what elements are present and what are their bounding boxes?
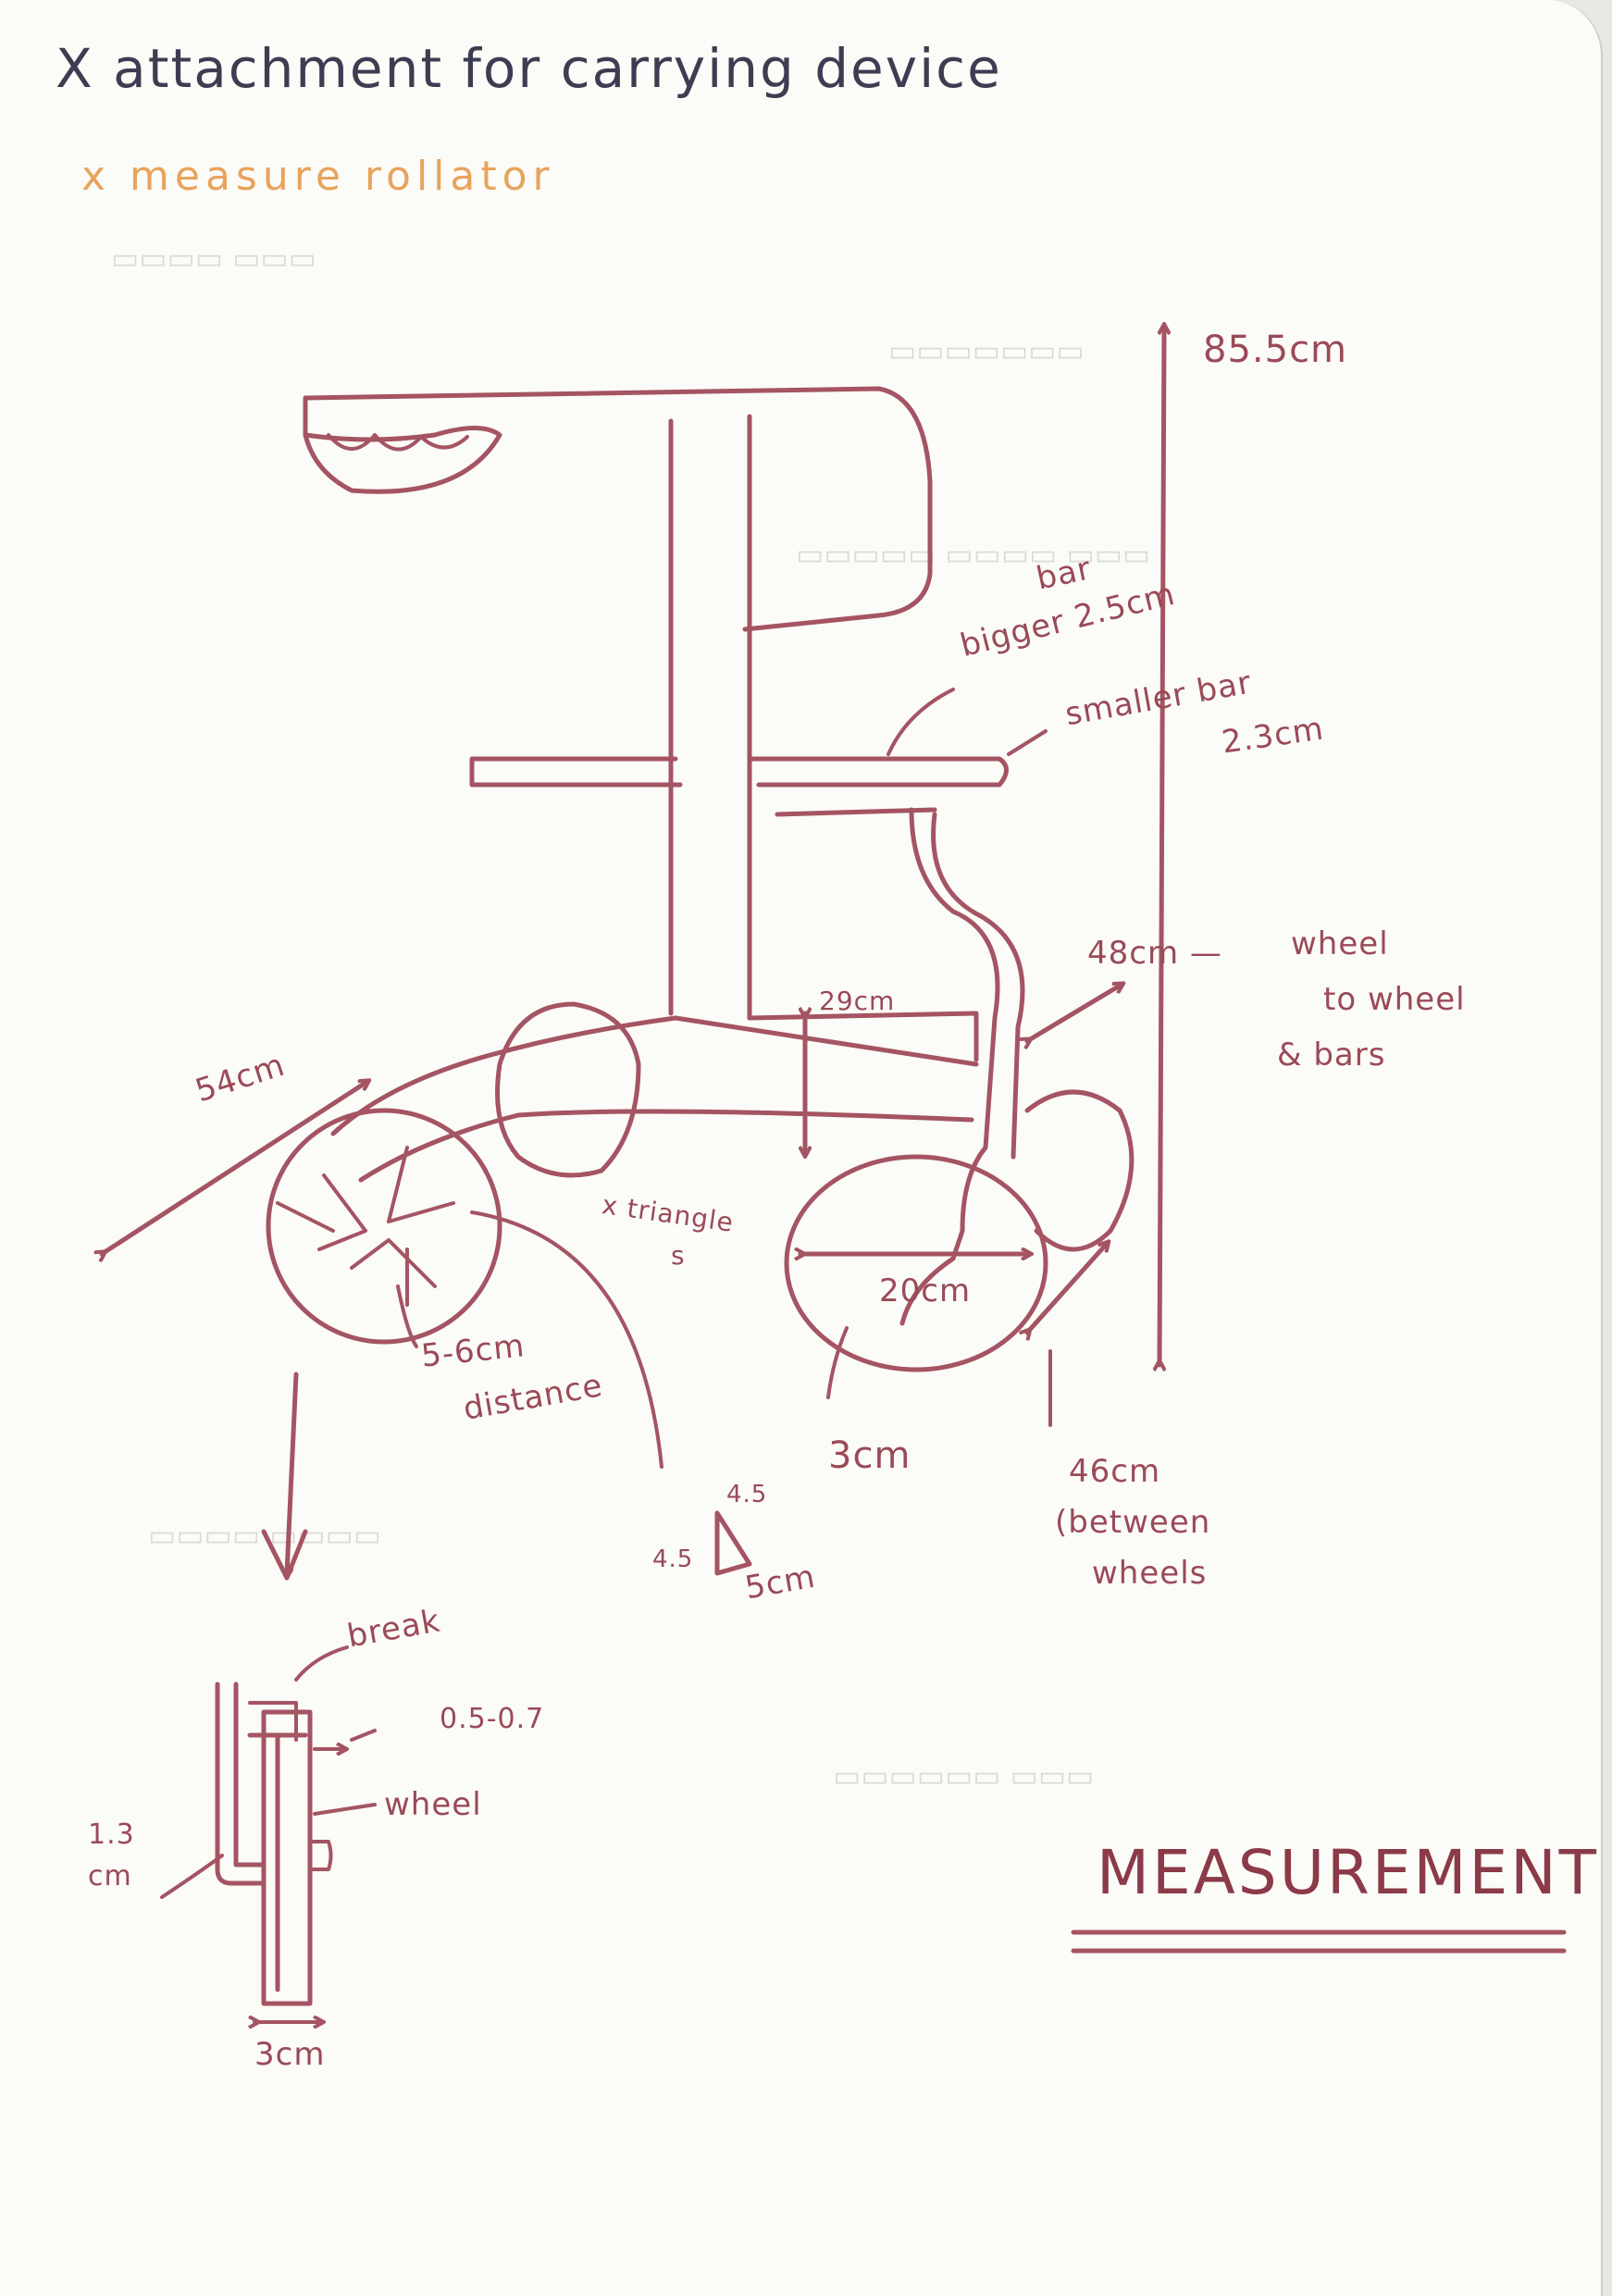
wheel-diameter-label: 20cm: [879, 1272, 972, 1309]
seat-bar-right: [747, 756, 1009, 788]
measurements-heading: MEASUREMENTS: [1097, 1837, 1603, 1908]
base-frame-lower: [358, 1109, 974, 1183]
detail-arrow-head: [261, 1529, 308, 1581]
triangle-leader: [470, 1210, 663, 1469]
triangle-detail: [714, 1510, 752, 1576]
wheel-to-wheel-label-1: wheel: [1291, 925, 1389, 962]
triangle-side-top-label: 4.5: [726, 1481, 768, 1508]
handle-grip: [303, 386, 933, 632]
wheel-to-wheel-label-3: & bars: [1277, 1036, 1386, 1074]
page-title: X attachment for carrying device: [56, 37, 1002, 100]
detail-leaders: [160, 1645, 377, 1899]
front-fender: [495, 1001, 641, 1178]
seat-bar-left: [469, 756, 683, 788]
rear-bracket: [747, 1011, 979, 1062]
brake-detail-tab: [308, 1840, 333, 1871]
wheel-width-label: 3cm: [828, 1434, 911, 1477]
detail-gap-label: 0.5-0.7: [440, 1703, 545, 1735]
base-frame-upper: [330, 1015, 979, 1136]
handle-grip-wave: [327, 433, 469, 452]
seat-gap-label: 29cm: [819, 986, 896, 1016]
between-wheels-label-3: wheels: [1092, 1555, 1208, 1592]
diagonal-54cm-arrow: [102, 1083, 366, 1254]
detail-wheel-label: wheel: [384, 1786, 482, 1823]
height-arrow: [1159, 329, 1164, 1365]
bleed-through-text: ▭▭▭▭▭▭▭: [888, 333, 1085, 368]
bleed-through-text: ▭▭▭▭▭▭ ▭▭▭: [833, 1758, 1095, 1793]
wheel-to-wheel-label-2: to wheel: [1323, 981, 1466, 1018]
triangles-label-2: s: [671, 1240, 686, 1271]
detail-arrow: [287, 1371, 299, 1573]
seat-bar-lower: [775, 807, 937, 817]
between-wheels-arrow: [1027, 1245, 1106, 1333]
detail-height-label-1: 1.3: [88, 1818, 135, 1851]
wheel-width-leader: [826, 1326, 849, 1399]
detail-width-label: 3cm: [254, 2036, 326, 2073]
between-wheels-label-1: 46cm: [1069, 1453, 1161, 1490]
bleed-through-text: ▭▭▭▭▭ ▭▭▭▭ ▭▭▭: [796, 537, 1151, 572]
detail-height-label-2: cm: [88, 1860, 132, 1893]
wheel-to-wheel-arrow: [1027, 986, 1120, 1041]
smaller-bar-leader: [1007, 729, 1048, 756]
brake-detail: [215, 1682, 313, 2006]
wheel-to-wheel-value: 48cm —: [1087, 935, 1222, 972]
spoke-distance-leader: [396, 1285, 418, 1348]
bleed-through-text: ▭▭▭▭ ▭▭▭: [111, 241, 316, 276]
triangle-side-left-label: 4.5: [652, 1545, 694, 1573]
brake-detail-cap: [248, 1701, 298, 1742]
bigger-bar-leader: [887, 688, 955, 756]
height-label: 85.5cm: [1203, 329, 1348, 371]
page-subtitle: x measure rollator: [81, 153, 555, 200]
between-wheels-label-2: (between: [1055, 1504, 1211, 1541]
